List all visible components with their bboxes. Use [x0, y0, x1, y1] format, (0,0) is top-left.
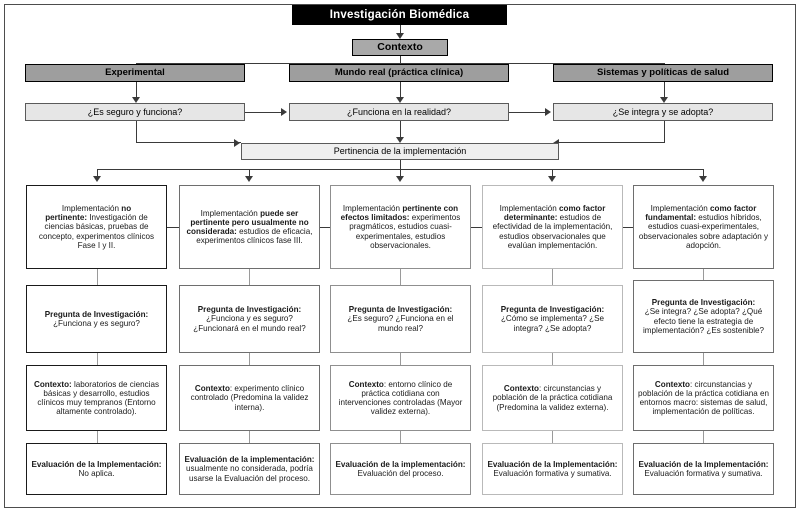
col2-context-card: Contexto: experimento clínico controlado…	[179, 365, 320, 431]
col4-evaluation-card: Evaluación de la Implementación: Evaluac…	[482, 443, 623, 495]
col5-link-ctx-eval	[702, 431, 704, 444]
col1-link-ctx-eval	[96, 431, 98, 444]
column-bus-drop-3	[399, 169, 401, 178]
arrowhead-pert-top	[396, 137, 404, 143]
connector-pert-bus	[399, 160, 401, 170]
col4-implementation-card: Implementación como factor determinante:…	[482, 185, 623, 269]
col4-link-ctx-eval	[551, 431, 553, 444]
connector-contexto-bus	[399, 56, 401, 64]
col3-link-impl-rq	[399, 269, 401, 286]
col2-link-ctx-eval	[248, 431, 250, 444]
arrowhead-q2	[396, 97, 404, 103]
col3-research-question-card: Pregunta de Investigación: ¿Es seguro? ¿…	[330, 285, 471, 353]
col1-research-question-card: Pregunta de Investigación: ¿Funciona y e…	[26, 285, 167, 353]
col1-link-rq-ctx	[96, 353, 98, 366]
column-bus-drop-2	[248, 169, 250, 178]
arrowhead-contexto	[396, 33, 404, 39]
connector-q3-to-pert	[559, 142, 664, 144]
col4-context-card: Contexto: circunstancias y población de …	[482, 365, 623, 431]
connector-q3-down	[663, 121, 665, 143]
connector-q1-to-pert	[135, 142, 241, 144]
question-funciona-en-la-realidad: ¿Funciona en la realidad?	[289, 103, 509, 121]
connector-q1-q2	[245, 111, 281, 113]
col5-link-rq-ctx	[702, 353, 704, 366]
arrowhead-pert-right	[553, 138, 559, 147]
arrowhead-q1	[132, 97, 140, 103]
domain-experimental: Experimental	[25, 64, 245, 82]
arrowhead-col-4	[548, 176, 556, 182]
arrowhead-pert-left	[234, 138, 240, 147]
arrowhead-q3	[660, 97, 668, 103]
connector-domain3-q3	[663, 82, 665, 99]
arrowhead-col-3	[396, 176, 404, 182]
col5-implementation-card: Implementación como factor fundamental: …	[633, 185, 774, 269]
col4-link-impl-rq	[551, 269, 553, 286]
contexto-banner: Contexto	[352, 39, 448, 56]
arrowhead-q1-q2	[281, 108, 287, 116]
arrowhead-col-5	[699, 176, 707, 182]
col5-research-question-card: Pregunta de Investigación: ¿Se integra? …	[633, 280, 774, 353]
connector-q2-down	[399, 121, 401, 141]
pertinencia-banner: Pertinencia de la implementación	[241, 143, 559, 160]
col3-link-ctx-eval	[399, 431, 401, 444]
arrowhead-q2-q3	[545, 108, 551, 116]
domain-mundo-real: Mundo real (práctica clínica)	[289, 64, 509, 82]
col1-link-impl-rq	[96, 269, 98, 286]
column-bus-drop-1	[96, 169, 98, 178]
col3-link-rq-ctx	[399, 353, 401, 366]
col2-link-impl-rq	[248, 269, 250, 286]
column-bus-drop-4	[551, 169, 553, 178]
col4-link-rq-ctx	[551, 353, 553, 366]
diagram-title: Investigación Biomédica	[292, 5, 507, 25]
connector-domain1-q1	[135, 82, 137, 99]
connector-q1-down	[135, 121, 137, 143]
col1-implementation-card: Implementación no pertinente: Investigac…	[26, 185, 167, 269]
col2-research-question-card: Pregunta de Investigación: ¿Funciona y e…	[179, 285, 320, 353]
col2-implementation-card: Implementación puede ser pertinente pero…	[179, 185, 320, 269]
connector-domain2-q2	[399, 82, 401, 99]
col1-context-card: Contexto: laboratorios de ciencias básic…	[26, 365, 167, 431]
arrowhead-col-1	[93, 176, 101, 182]
domain-sistemas-politicas: Sistemas y políticas de salud	[553, 64, 773, 82]
connector-title-contexto	[399, 25, 401, 36]
col5-link-impl-rq	[702, 269, 704, 281]
connector-q2-q3	[509, 111, 545, 113]
question-es-seguro-y-funciona: ¿Es seguro y funciona?	[25, 103, 245, 121]
question-se-integra-y-se-adopta: ¿Se integra y se adopta?	[553, 103, 773, 121]
column-bus-drop-5	[702, 169, 704, 178]
col5-context-card: Contexto: circunstancias y población de …	[633, 365, 774, 431]
col2-evaluation-card: Evaluación de la implementación: usualme…	[179, 443, 320, 495]
col5-evaluation-card: Evaluación de la Implementación: Evaluac…	[633, 443, 774, 495]
col4-research-question-card: Pregunta de Investigación: ¿Cómo se impl…	[482, 285, 623, 353]
outer-frame	[4, 4, 796, 508]
col3-implementation-card: Implementación pertinente con efectos li…	[330, 185, 471, 269]
arrowhead-col-2	[245, 176, 253, 182]
col3-evaluation-card: Evaluación de la implementación: Evaluac…	[330, 443, 471, 495]
col3-context-card: Contexto: entorno clínico de práctica co…	[330, 365, 471, 431]
col1-evaluation-card: Evaluación de la Implementación: No apli…	[26, 443, 167, 495]
col2-link-rq-ctx	[248, 353, 250, 366]
